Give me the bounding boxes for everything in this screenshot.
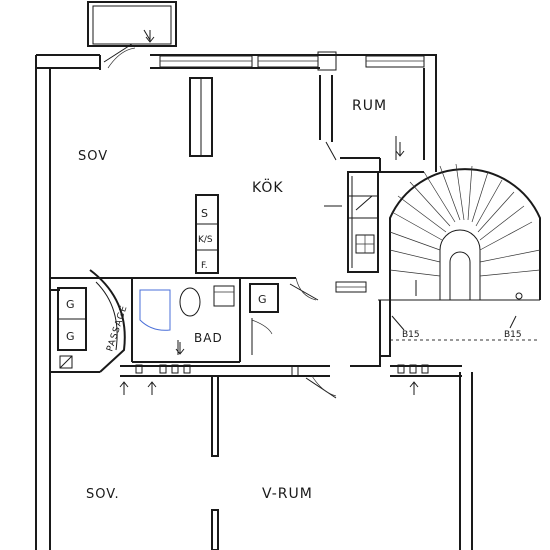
room-label-sov-bottom: SOV. bbox=[86, 487, 120, 502]
arrows bbox=[119, 30, 419, 395]
lower-partition bbox=[211, 375, 219, 550]
fixture-s: S bbox=[201, 207, 208, 220]
bathroom-fixtures bbox=[139, 285, 235, 355]
marker-b15-left: B15 bbox=[402, 330, 420, 340]
rum-walls bbox=[319, 75, 424, 173]
room-label-vardagsrum: V-RUM bbox=[262, 486, 313, 502]
spiral-staircase bbox=[378, 163, 541, 357]
room-label-rum: RUM bbox=[352, 98, 387, 114]
fixture-g-2: G bbox=[66, 330, 75, 343]
top-windows bbox=[159, 51, 425, 71]
balcony-door bbox=[99, 29, 151, 70]
g-cabinet-bad: G bbox=[249, 283, 279, 355]
passage bbox=[59, 269, 126, 373]
b15-markers: B15 B15 bbox=[391, 315, 522, 340]
marker-b15-right: B15 bbox=[504, 330, 522, 340]
balcony bbox=[87, 1, 177, 47]
outer-walls bbox=[35, 54, 473, 550]
middle-wall bbox=[50, 355, 462, 399]
fixture-g-3: G bbox=[258, 293, 267, 306]
fixture-ks: K/S bbox=[198, 235, 213, 245]
kitchen-cabinets: S K/S F. bbox=[195, 194, 219, 274]
fixture-g-1: G bbox=[66, 298, 75, 311]
kitchen-lower-wall bbox=[50, 277, 367, 363]
fixture-f: F. bbox=[201, 261, 208, 271]
g-cabinets-left: G G bbox=[57, 287, 87, 351]
room-label-bad: BAD bbox=[194, 331, 223, 345]
room-label-passage: PASSAGE bbox=[105, 304, 129, 353]
wardrobe-top bbox=[189, 77, 213, 157]
kitchen-counter bbox=[324, 171, 379, 273]
room-label-kok: KÖK bbox=[252, 178, 284, 196]
room-label-sov-top: SOV bbox=[78, 149, 108, 164]
